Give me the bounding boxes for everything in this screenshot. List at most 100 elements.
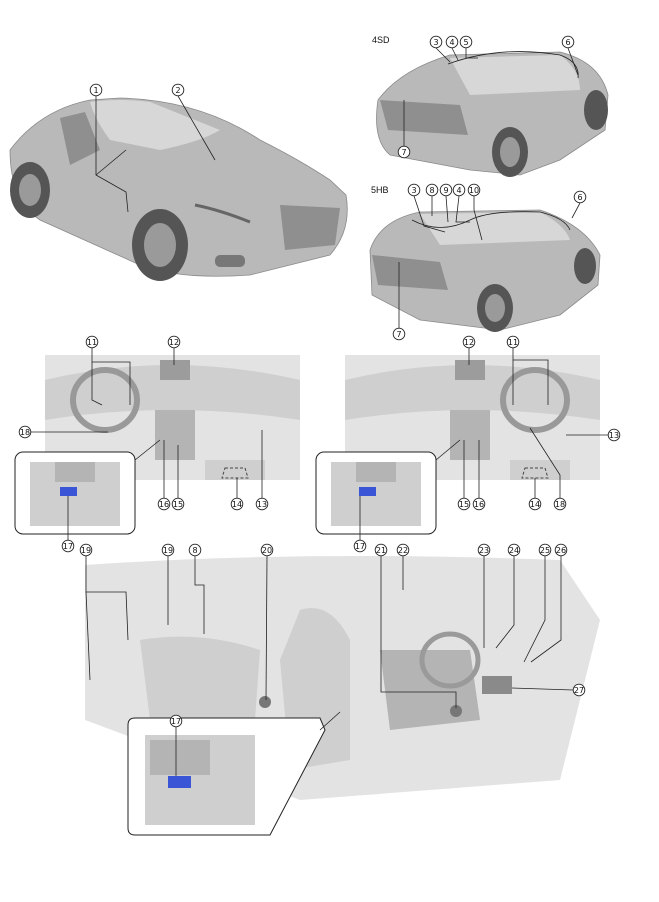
callout-13: 13 [255, 497, 269, 511]
callout-9: 9 [439, 183, 453, 197]
callout-14: 14 [528, 497, 542, 511]
callout-circle [397, 145, 411, 159]
callout-number: 8 [429, 186, 434, 195]
callout-circle [538, 543, 552, 557]
callout-6: 6 [561, 35, 575, 49]
callout-24: 24 [507, 543, 521, 557]
callout-16: 16 [472, 497, 486, 511]
callout-14: 14 [230, 497, 244, 511]
callout-number: 3 [433, 38, 438, 47]
callout-circle [18, 425, 32, 439]
callout-4: 4 [445, 35, 459, 49]
callout-19: 19 [79, 543, 93, 557]
variant-label-hatch: 5HB [371, 185, 389, 195]
callout-circle [374, 543, 388, 557]
callout-circle [171, 83, 185, 97]
callout-circle [188, 543, 202, 557]
callout-2: 2 [171, 83, 185, 97]
callout-number: 13 [257, 500, 267, 509]
callout-circle [459, 35, 473, 49]
callout-number: 11 [87, 338, 97, 347]
car-front-view [9, 97, 348, 281]
callout-number: 15 [459, 500, 469, 509]
callout-18: 18 [18, 425, 32, 439]
callout-circle [157, 497, 171, 511]
callout-6: 6 [573, 190, 587, 204]
callout-circle [467, 183, 481, 197]
callout-number: 15 [173, 500, 183, 509]
callout-10: 10 [467, 183, 481, 197]
callout-22: 22 [396, 543, 410, 557]
callout-circle [572, 683, 586, 697]
callout-number: 17 [63, 542, 73, 551]
callout-13: 13 [607, 428, 621, 442]
callout-circle [506, 335, 520, 349]
callout-circle [353, 539, 367, 553]
inset-rear-console [127, 711, 341, 836]
callout-number: 6 [565, 38, 570, 47]
callout-number: 22 [398, 546, 408, 555]
callout-number: 16 [474, 500, 484, 509]
callout-number: 6 [577, 193, 582, 202]
callout-circle [429, 35, 443, 49]
callout-3: 3 [407, 183, 421, 197]
callout-number: 9 [443, 186, 448, 195]
callout-number: 21 [376, 546, 386, 555]
callout-12: 12 [167, 335, 181, 349]
callout-3: 3 [429, 35, 443, 49]
callout-number: 10 [469, 186, 479, 195]
callout-circle [407, 183, 421, 197]
callout-circle [161, 543, 175, 557]
callout-number: 24 [509, 546, 519, 555]
callout-circle [85, 335, 99, 349]
callout-number: 18 [555, 500, 565, 509]
callout-circle [462, 335, 476, 349]
callout-number: 7 [401, 148, 406, 157]
callout-circle [445, 35, 459, 49]
callout-25: 25 [538, 543, 552, 557]
callout-7: 7 [397, 145, 411, 159]
leader-lines [31, 47, 608, 776]
callout-number: 11 [508, 338, 518, 347]
callout-number: 8 [192, 546, 197, 555]
callout-number: 4 [456, 186, 461, 195]
callout-1: 1 [89, 83, 103, 97]
callout-number: 19 [81, 546, 91, 555]
callout-circle [561, 35, 575, 49]
callout-circle [554, 543, 568, 557]
inset-lhd-console [14, 439, 161, 535]
callout-circle [507, 543, 521, 557]
callout-number: 5 [463, 38, 468, 47]
callout-number: 18 [20, 428, 30, 437]
callout-circle [425, 183, 439, 197]
callout-number: 1 [93, 86, 98, 95]
callout-circle [89, 83, 103, 97]
callout-circle [452, 183, 466, 197]
callout-circle [169, 714, 183, 728]
callout-8: 8 [425, 183, 439, 197]
callout-11: 11 [85, 335, 99, 349]
callout-17: 17 [169, 714, 183, 728]
callout-circle [260, 543, 274, 557]
callout-23: 23 [477, 543, 491, 557]
callout-19: 19 [161, 543, 175, 557]
variant-label-sedan: 4SD [372, 35, 390, 45]
callout-circle [528, 497, 542, 511]
callout-number: 20 [262, 546, 272, 555]
callout-circle [477, 543, 491, 557]
callout-number: 3 [411, 186, 416, 195]
callout-7: 7 [392, 327, 406, 341]
callout-26: 26 [554, 543, 568, 557]
callout-circle [439, 183, 453, 197]
callout-circle [472, 497, 486, 511]
callout-circle [79, 543, 93, 557]
callout-12: 12 [462, 335, 476, 349]
callout-number: 12 [169, 338, 179, 347]
callout-circle [607, 428, 621, 442]
callout-8: 8 [188, 543, 202, 557]
callout-number: 17 [355, 542, 365, 551]
callout-number: 14 [232, 500, 242, 509]
car-sedan-rear-view: 4SD [372, 35, 609, 177]
callout-number: 25 [540, 546, 550, 555]
